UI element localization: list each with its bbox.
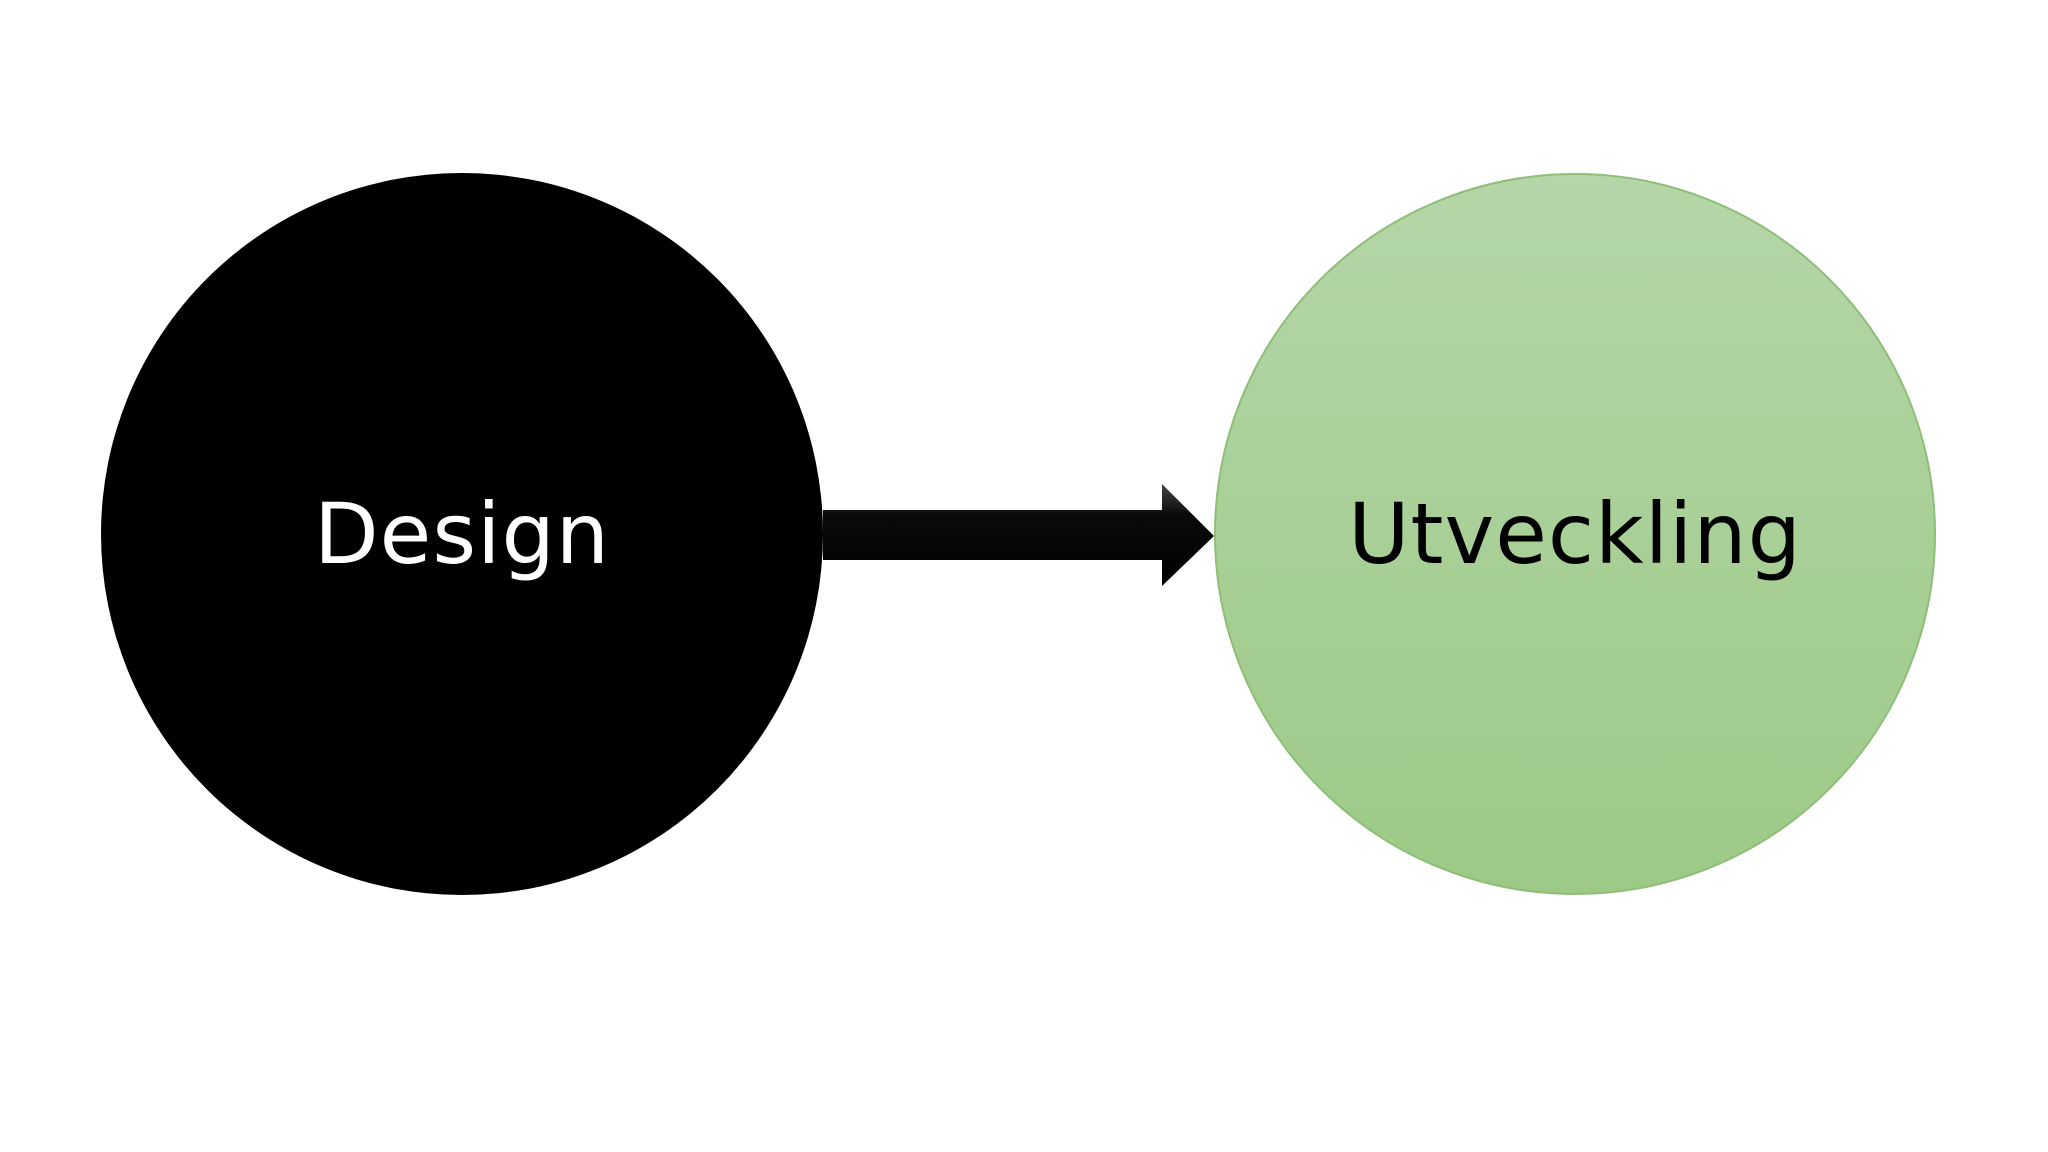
- design-node: Design: [101, 173, 823, 895]
- flow-arrow: [823, 484, 1214, 586]
- arrow-body: [823, 484, 1214, 586]
- design-label: Design: [313, 485, 611, 583]
- utveckling-node: Utveckling: [1214, 173, 1936, 895]
- utveckling-label: Utveckling: [1348, 485, 1802, 583]
